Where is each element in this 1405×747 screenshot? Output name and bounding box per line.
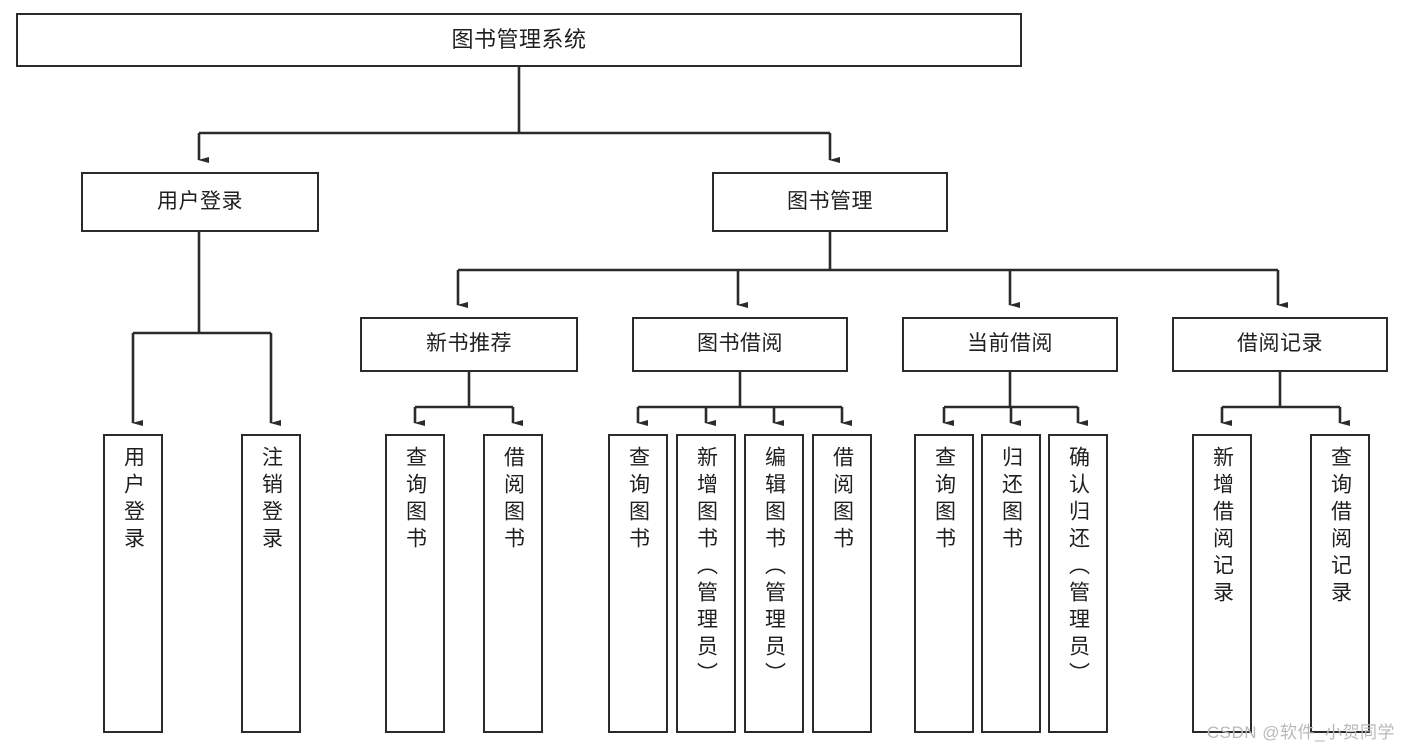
node-borrow-record[interactable]: 借阅记录 (1172, 317, 1388, 372)
node-label: 新增借阅记录 (1210, 446, 1234, 608)
node-root-book-management-system[interactable]: 图书管理系统 (16, 13, 1022, 67)
leaf-current-return-book[interactable]: 归还图书 (981, 434, 1041, 733)
leaf-borrow-add-book-admin[interactable]: 新增图书（管理员） (676, 434, 736, 733)
node-user-login[interactable]: 用户登录 (81, 172, 319, 232)
node-new-book-recommend[interactable]: 新书推荐 (360, 317, 578, 372)
node-label: 确认归还（管理员） (1066, 446, 1090, 689)
node-label: 查询图书 (932, 446, 956, 554)
node-label: 新书推荐 (426, 332, 512, 356)
leaf-record-query-borrow-record[interactable]: 查询借阅记录 (1310, 434, 1370, 733)
node-label: 查询借阅记录 (1328, 446, 1352, 608)
node-label: 用户登录 (121, 446, 145, 554)
leaf-borrow-edit-book-admin[interactable]: 编辑图书（管理员） (744, 434, 804, 733)
node-current-borrow[interactable]: 当前借阅 (902, 317, 1118, 372)
node-label: 图书管理系统 (451, 27, 587, 53)
node-label: 编辑图书（管理员） (762, 446, 786, 689)
leaf-user-login[interactable]: 用户登录 (103, 434, 163, 733)
node-label: 借阅图书 (501, 446, 525, 554)
node-book-borrow[interactable]: 图书借阅 (632, 317, 848, 372)
node-label: 图书管理 (787, 189, 873, 213)
leaf-newbook-query-book[interactable]: 查询图书 (385, 434, 445, 733)
node-label: 新增图书（管理员） (694, 446, 718, 689)
node-label: 当前借阅 (967, 332, 1053, 356)
leaf-user-logout[interactable]: 注销登录 (241, 434, 301, 733)
node-book-management[interactable]: 图书管理 (712, 172, 948, 232)
node-label: 借阅图书 (830, 446, 854, 554)
node-label: 图书借阅 (697, 332, 783, 356)
leaf-record-add-borrow-record[interactable]: 新增借阅记录 (1192, 434, 1252, 733)
node-label: 查询图书 (626, 446, 650, 554)
node-label: 归还图书 (999, 446, 1023, 554)
node-label: 注销登录 (259, 446, 283, 554)
watermark: CSDN @软件_小贺同学 (1206, 723, 1395, 742)
node-label: 查询图书 (403, 446, 427, 554)
leaf-borrow-borrow-book[interactable]: 借阅图书 (812, 434, 872, 733)
leaf-newbook-borrow-book[interactable]: 借阅图书 (483, 434, 543, 733)
leaf-borrow-query-book[interactable]: 查询图书 (608, 434, 668, 733)
leaf-current-query-book[interactable]: 查询图书 (914, 434, 974, 733)
node-label: 借阅记录 (1237, 332, 1323, 356)
leaf-current-confirm-return-admin[interactable]: 确认归还（管理员） (1048, 434, 1108, 733)
node-label: 用户登录 (157, 189, 243, 213)
